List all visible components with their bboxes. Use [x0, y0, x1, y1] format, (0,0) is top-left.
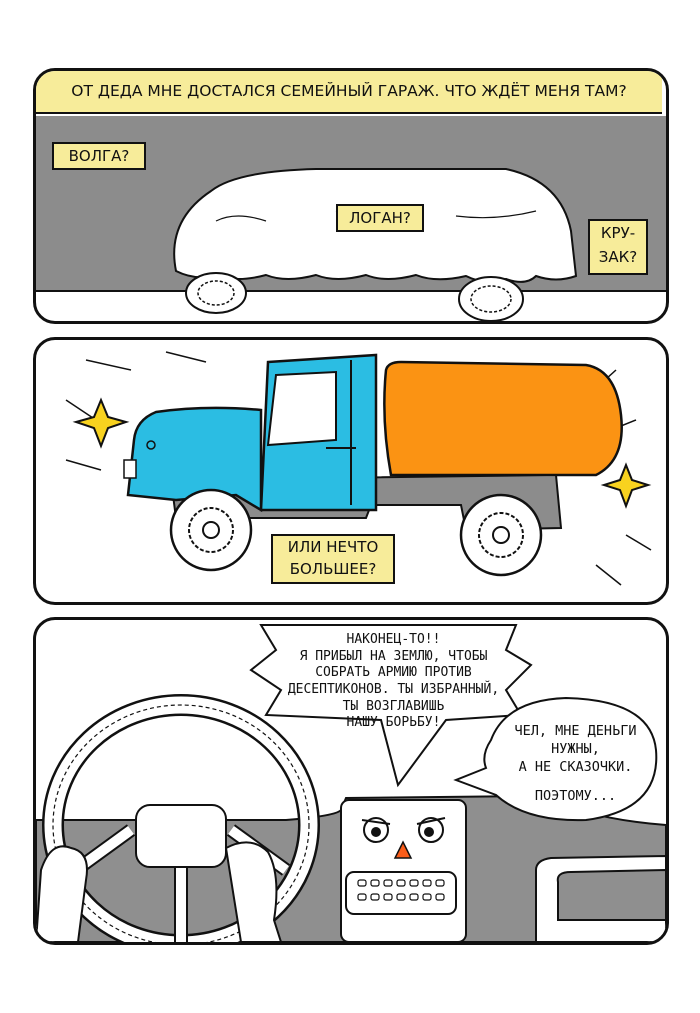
sparkle-icon-left [72, 397, 130, 449]
label-kruzak-line1: КРУ- [600, 224, 636, 242]
tank-illustration [383, 360, 623, 477]
label-kruzak: КРУ- ЗАК? [588, 219, 648, 275]
panel2-caption: ИЛИ НЕЧТО БОЛЬШЕЕ? [271, 534, 395, 584]
driver-speech-line-2: ПОЭТОМУ... [534, 787, 617, 804]
robot-speech-text: НАКОНЕЦ-ТО!! Я ПРИБЫЛ НА ЗЕМЛЮ, ЧТОБЫ СО… [261, 632, 526, 732]
panel-interior: НАКОНЕЦ-ТО!! Я ПРИБЫЛ НА ЗЕМЛЮ, ЧТОБЫ СО… [33, 617, 669, 945]
driver-speech-line: НУЖНЫ, [551, 741, 600, 758]
panel-garage: ОТ ДЕДА МНЕ ДОСТАЛСЯ СЕМЕЙНЫЙ ГАРАЖ. ЧТО… [33, 68, 669, 324]
label-volga-text: ВОЛГА? [68, 147, 130, 165]
sparkle-icon-right [600, 462, 652, 509]
label-logan-text: ЛОГАН? [349, 209, 411, 227]
driver-speech-bubble [453, 696, 658, 822]
garage-scene [36, 116, 666, 321]
robot-speech-bubble [249, 624, 533, 788]
label-logan: ЛОГАН? [336, 204, 424, 232]
robot-radio-illustration [340, 799, 467, 942]
truck-wheels [169, 488, 543, 577]
hazard-icon [393, 840, 413, 859]
panel1-caption: ОТ ДЕДА МНЕ ДОСТАЛСЯ СЕМЕЙНЫЙ ГАРАЖ. ЧТО… [36, 71, 662, 114]
robot-speech-line: Я ПРИБЫЛ НА ЗЕМЛЮ, ЧТОБЫ [299, 648, 488, 664]
robot-speech-line: ДЕСЕПТИКОНОВ. ТЫ ИЗБРАННЫЙ, [287, 681, 500, 697]
driver-speech-text: ЧЕЛ, МНЕ ДЕНЬГИ НУЖНЫ, А НЕ СКАЗОЧКИ. ПО… [498, 722, 653, 805]
driver-speech-line: А НЕ СКАЗОЧКИ. [518, 759, 633, 776]
panel2-caption-line2: БОЛЬШЕЕ? [289, 560, 377, 578]
panel1-caption-text: ОТ ДЕДА МНЕ ДОСТАЛСЯ СЕМЕЙНЫЙ ГАРАЖ. ЧТО… [71, 82, 627, 100]
robot-speech-line: НАКОНЕЦ-ТО!! [346, 632, 441, 647]
robot-speech-line: СОБРАТЬ АРМИЮ ПРОТИВ [315, 665, 472, 681]
driver-hands-illustration [36, 841, 283, 942]
label-kruzak-line2: ЗАК? [598, 248, 638, 266]
truck-scene [65, 351, 652, 586]
panel-truck: ИЛИ НЕЧТО БОЛЬШЕЕ? [33, 337, 669, 605]
driver-speech-line: ЧЕЛ, МНЕ ДЕНЬГИ [514, 723, 637, 739]
robot-speech-line: ТЫ ВОЗГЛАВИШЬ [342, 698, 445, 714]
panel2-caption-line1: ИЛИ НЕЧТО [287, 538, 379, 556]
label-volga: ВОЛГА? [52, 142, 146, 170]
truck-cab-illustration [123, 353, 378, 513]
covered-car-illustration [173, 168, 578, 321]
interior-scene [36, 624, 666, 942]
robot-speech-line: НАШУ БОРЬБУ! [346, 715, 441, 731]
